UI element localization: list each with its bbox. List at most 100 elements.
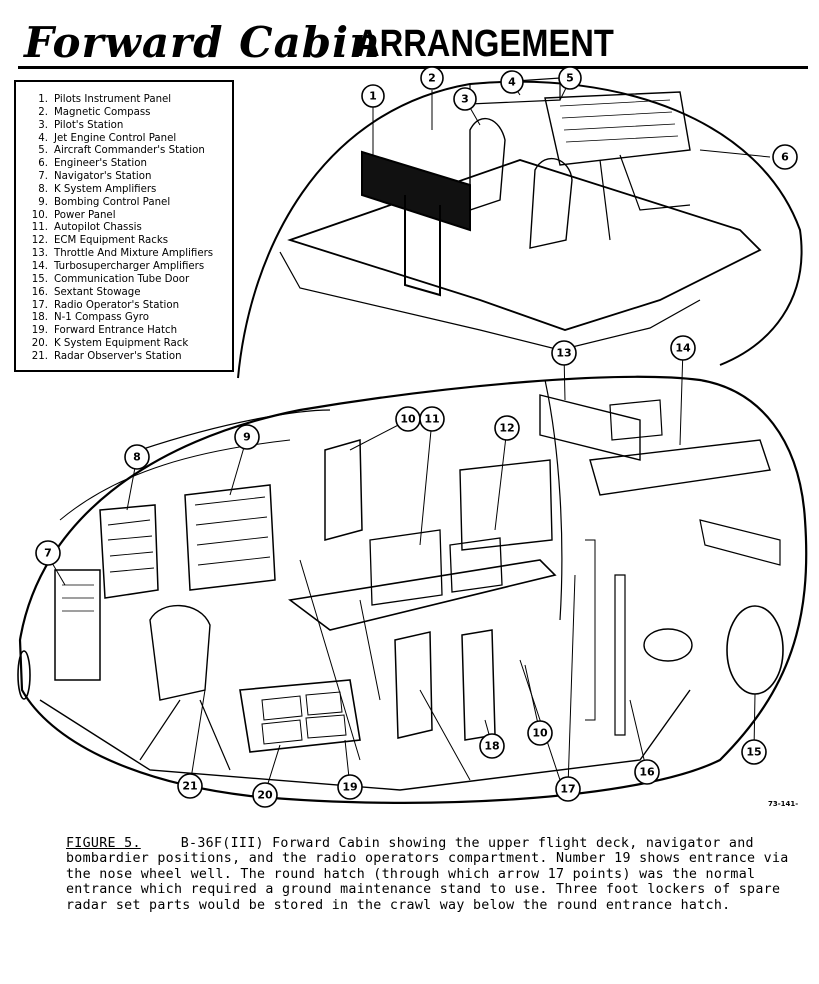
legend-item-label: Pilot's Station [54, 119, 124, 131]
legend-item-number: 12. [31, 235, 48, 247]
legend-item: 20. K System Equipment Rack [26, 338, 226, 351]
callout-14: 14 [670, 335, 696, 361]
callout-4: 4 [500, 70, 524, 94]
svg-text:14: 14 [675, 342, 691, 355]
legend-item-label: K System Equipment Rack [54, 338, 189, 350]
legend-item-label: Power Panel [54, 209, 116, 221]
engineer-panel-shape [544, 91, 691, 166]
legend-item-label: Forward Entrance Hatch [54, 325, 178, 337]
legend-item-label: Radar Observer's Station [54, 350, 182, 362]
legend-item-number: 14. [31, 260, 48, 272]
svg-text:11: 11 [424, 413, 439, 426]
legend-item: 7.Navigator's Station [26, 171, 226, 184]
legend-item-label: Sextant Stowage [54, 286, 141, 298]
caption-text: B-36F(III) Forward Cabin showing the upp… [66, 836, 789, 913]
callout-1: 1 [361, 84, 385, 108]
callout-16: 16 [634, 759, 660, 785]
legend-item-number: 20. [31, 338, 48, 350]
legend-item: 6.Engineer's Station [26, 158, 226, 171]
legend-item: 8. K System Amplifiers [26, 184, 226, 197]
svg-text:9: 9 [243, 431, 251, 444]
page-title: Forward Cabin ARRANGEMENT [18, 14, 808, 69]
legend-item-number: 5. [38, 145, 48, 157]
upper-deck-floor [287, 159, 762, 331]
svg-text:6: 6 [781, 151, 789, 164]
svg-text:17: 17 [560, 783, 575, 796]
cutaway-diagram: 1 2 3 4 5 6 7 8 9 10 11 12 13 14 15 16 1… [17, 66, 808, 808]
legend-item-label: Throttle And Mixture Amplifiers [54, 248, 214, 260]
svg-text:7: 7 [44, 547, 52, 560]
callout-13: 13 [551, 340, 577, 366]
lower-cabin-fuselage [18, 375, 808, 804]
legend-item-label: Engineer's Station [54, 158, 147, 170]
turbo-shelf-shape [589, 439, 771, 496]
svg-text:8: 8 [133, 451, 141, 464]
svg-text:3: 3 [461, 93, 469, 106]
legend-item-number: 10. [31, 209, 48, 221]
compass-gyro-shape [461, 629, 496, 741]
legend-item-label: K System Amplifiers [54, 183, 157, 195]
legend-item-number: 21. [31, 350, 48, 362]
callout-5: 5 [558, 66, 582, 90]
svg-text:16: 16 [639, 766, 655, 779]
svg-text:10: 10 [400, 413, 416, 426]
upper-deck-dome [237, 80, 803, 379]
legend-item: 3. Pilot's Station [26, 120, 226, 133]
svg-text:5: 5 [566, 72, 574, 85]
title-rule [18, 66, 808, 69]
legend-item: 11.Autopilot Chassis [26, 222, 226, 235]
legend-item: 13.Throttle And Mixture Amplifiers [26, 248, 226, 261]
callout-21: 21 [177, 773, 203, 799]
autopilot-table [288, 559, 557, 631]
power-panel-shape [324, 439, 363, 541]
legend-item: 4. Jet Engine Control Panel [26, 133, 226, 146]
legend-item: 5.Aircraft Commander's Station [26, 145, 226, 158]
legend-item-label: Bombing Control Panel [54, 196, 171, 208]
legend-item: 2. Magnetic Compass [26, 107, 226, 120]
callout-17: 17 [555, 776, 581, 802]
bombing-panel-shape [184, 484, 276, 591]
svg-text:20: 20 [257, 789, 273, 802]
svg-text:10: 10 [532, 727, 548, 740]
legend-item-number: 2. [38, 106, 48, 118]
legend-item: 17.Radio Operator's Station [26, 300, 226, 313]
navigator-station-shape [54, 569, 101, 681]
callout-8: 8 [124, 444, 150, 470]
pilot-panel-shape [361, 150, 471, 232]
svg-text:18: 18 [484, 740, 499, 753]
callout-12: 12 [494, 415, 520, 441]
callout-2: 2 [420, 66, 444, 90]
legend-item-number: 15. [31, 273, 48, 285]
legend-item-label: Jet Engine Control Panel [54, 132, 177, 144]
figure-caption: FIGURE 5.B-36F(III) Forward Cabin showin… [66, 836, 806, 913]
legend-item-number: 9. [38, 196, 48, 208]
callout-7: 7 [35, 540, 61, 566]
throttle-amplifiers-shape [539, 394, 641, 461]
legend-item-number: 17. [31, 299, 48, 311]
legend-item-label: N-1 Compass Gyro [54, 312, 149, 324]
callout-10a: 10 [395, 406, 421, 432]
round-hatch [726, 605, 784, 695]
legend-item: 12. ECM Equipment Racks [26, 235, 226, 248]
legend-item-label: ECM Equipment Racks [54, 235, 169, 247]
callout-19: 19 [337, 774, 363, 800]
legend-item-number: 8. [38, 183, 48, 195]
legend-item-number: 18. [31, 312, 48, 324]
callout-9: 9 [234, 424, 260, 450]
k-amplifier-rack [99, 504, 159, 599]
legend-item-number: 4. [38, 132, 48, 144]
callout-3: 3 [453, 87, 477, 111]
legend-item-number: 19. [31, 325, 48, 337]
legend-item-label: Pilots Instrument Panel [54, 94, 172, 105]
legend-item-label: Magnetic Compass [54, 106, 151, 118]
legend-item-number: 3. [38, 119, 48, 131]
callout-20: 20 [252, 782, 278, 808]
svg-text:2: 2 [428, 72, 436, 85]
legend-item: 16.Sextant Stowage [26, 287, 226, 300]
legend-item-label: Communication Tube Door [54, 273, 190, 285]
callout-11: 11 [419, 406, 445, 432]
title-block: ARRANGEMENT [356, 23, 614, 65]
svg-text:15: 15 [746, 746, 761, 759]
